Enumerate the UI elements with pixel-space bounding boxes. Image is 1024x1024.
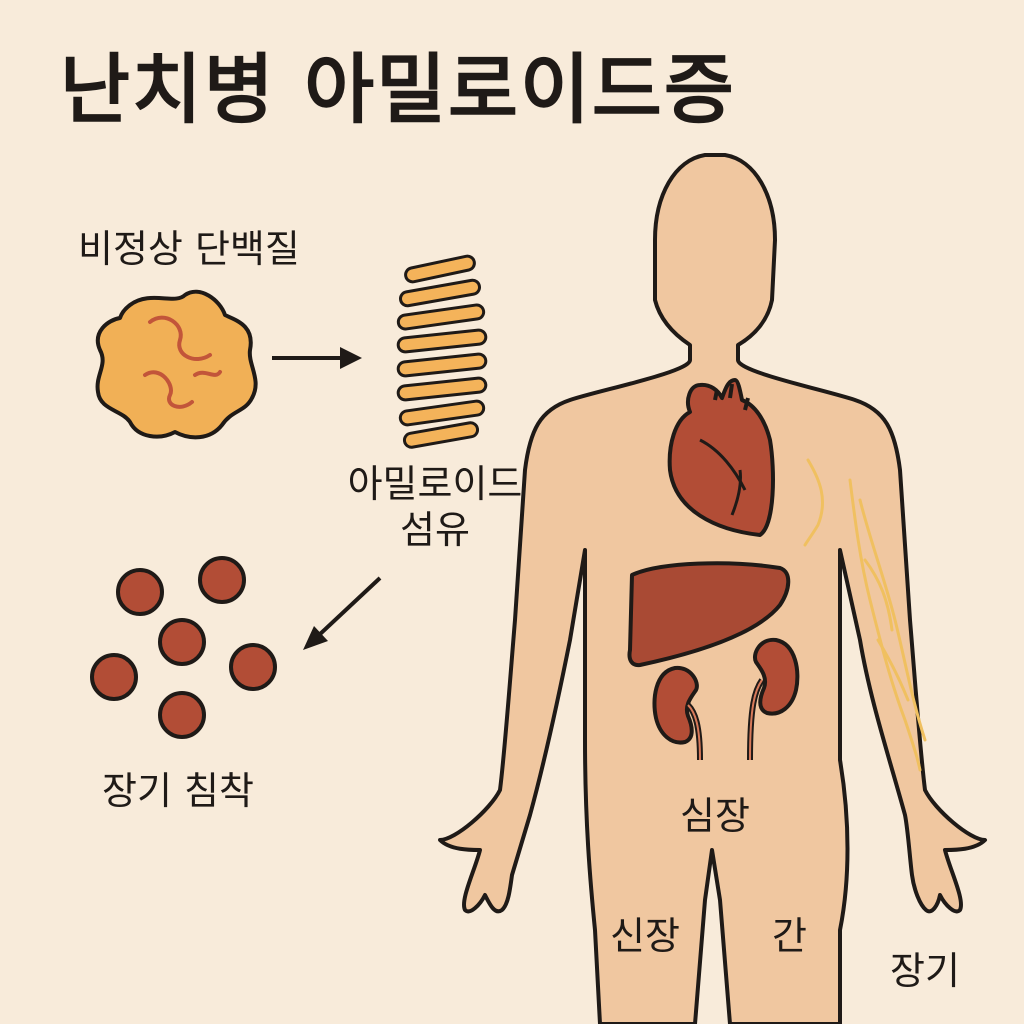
kidney-illustration bbox=[652, 637, 800, 761]
heart-illustration bbox=[667, 378, 775, 537]
organ-label: 장기 bbox=[890, 949, 960, 993]
amyloid-fiber-label-line1: 아밀로이드 bbox=[347, 462, 523, 506]
arrow-down-left-icon bbox=[303, 576, 382, 650]
amyloid-fiber-illustration bbox=[396, 254, 488, 449]
organ-deposit-illustration bbox=[90, 556, 277, 739]
organ-deposition-label: 장기 침착 bbox=[102, 769, 254, 813]
liver-label: 간 bbox=[772, 914, 807, 958]
liver-illustration bbox=[627, 561, 791, 668]
amyloid-fiber-label: 아밀로이드 섬유 bbox=[335, 462, 535, 553]
amyloid-fiber-label-line2: 섬유 bbox=[400, 507, 470, 552]
heart-label: 심장 bbox=[680, 794, 750, 838]
abnormal-protein-label: 비정상 단백질 bbox=[78, 227, 300, 271]
abnormal-protein-illustration bbox=[95, 289, 258, 440]
page-title: 난치병 아밀로이드증 bbox=[60, 45, 736, 134]
nerve-illustration bbox=[803, 458, 927, 772]
arrow-right-icon bbox=[272, 347, 362, 369]
kidney-label: 신장 bbox=[610, 914, 680, 958]
